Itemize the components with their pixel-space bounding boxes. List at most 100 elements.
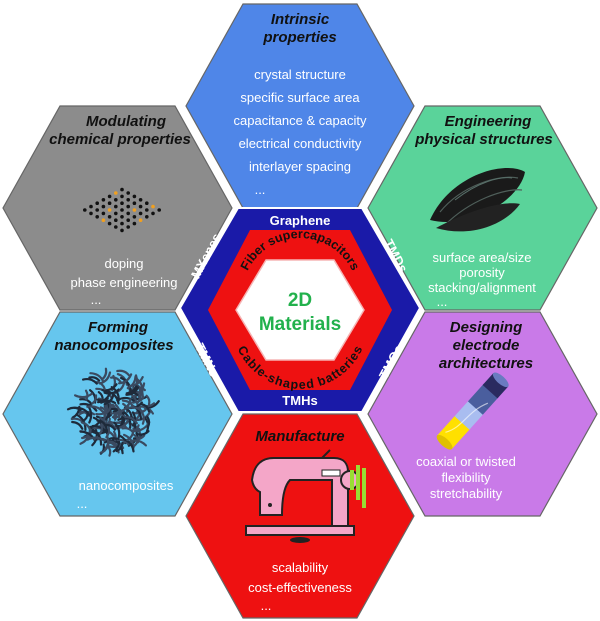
center-hexagon: Graphene TMDs TMOs TMHs TMNs MXenes Fibe…	[178, 207, 422, 413]
hex-modulating-item: doping	[104, 256, 143, 271]
network-strand	[71, 420, 84, 430]
lattice-atom	[120, 201, 124, 205]
network-strand	[110, 376, 122, 383]
lattice-atom	[145, 201, 149, 205]
center-label-2d: 2D	[288, 290, 312, 311]
lattice-atom	[132, 221, 137, 226]
network-strand	[79, 402, 98, 412]
network-strand	[116, 369, 131, 377]
hex-engineering-item: porosity	[459, 265, 505, 280]
hex-designing-item: coaxial or twisted	[416, 454, 516, 469]
hex-intrinsic-title-1: Intrinsic	[271, 11, 330, 28]
network-strand	[115, 441, 124, 453]
hex-engineering-item: stacking/alignment	[428, 280, 536, 295]
network-strand	[140, 403, 151, 413]
hex-designing-item: stretchability	[430, 486, 503, 501]
lattice-atom	[89, 211, 93, 216]
network-strand	[100, 399, 117, 404]
hex-intrinsic-title-2: properties	[262, 29, 336, 46]
hex-forming-item: nanocomposites	[79, 478, 174, 493]
network-strand	[136, 385, 142, 404]
hex-engineering-ellipsis: ...	[437, 294, 448, 309]
hex-manufacture-title: Manufacture	[255, 428, 344, 445]
hex-modulating-title-2: chemical properties	[49, 131, 191, 148]
lattice-atom	[138, 218, 143, 222]
network-strand	[123, 433, 135, 449]
network-strand	[118, 373, 133, 385]
hex-designing-title-3: architectures	[439, 355, 533, 372]
hex-intrinsic-properties: Intrinsic properties crystal structure s…	[185, 3, 415, 209]
network-strand	[104, 403, 111, 421]
lattice-atom	[126, 218, 130, 222]
lattice-atom	[138, 204, 143, 209]
network-strand	[103, 390, 119, 395]
lattice-atom	[114, 204, 118, 209]
lattice-atom	[138, 211, 143, 216]
lattice-atom	[145, 208, 149, 212]
network-strand	[91, 428, 103, 446]
network-strand	[123, 438, 135, 453]
hex-manufacture-ellipsis: ...	[261, 598, 272, 613]
hex-designing-electrode: Designing electrode architectures coaxia…	[367, 311, 598, 517]
lattice-atom	[126, 204, 130, 209]
coaxial-fiber-icon	[436, 372, 509, 450]
lattice-atom	[120, 221, 124, 226]
network-strand	[74, 392, 93, 399]
hex-intrinsic-ellipsis: ...	[255, 182, 266, 197]
ring-label-tmhs: TMHs	[282, 393, 317, 408]
network-strand	[124, 415, 138, 425]
network-strand	[104, 435, 110, 450]
lattice-atom	[126, 191, 130, 195]
network-strand	[86, 436, 106, 442]
center-label-materials: Materials	[259, 314, 341, 335]
network-strand	[114, 403, 121, 419]
network-strand	[95, 381, 106, 391]
network-strand	[101, 383, 118, 392]
hex-modulating-item: phase engineering	[71, 275, 178, 290]
network-strand	[125, 386, 139, 396]
lattice-atom	[132, 201, 137, 205]
hex-modulating-title-1: Modulating	[86, 113, 166, 130]
network-strand	[81, 412, 89, 423]
ring-label-graphene: Graphene	[270, 213, 331, 228]
lattice-atom	[101, 204, 106, 209]
network-strand	[135, 377, 144, 395]
lattice-atom	[145, 215, 149, 219]
network-strand	[120, 398, 132, 412]
lattice-atom	[101, 198, 106, 202]
lattice-atom	[120, 228, 124, 233]
lattice-atom	[151, 204, 155, 209]
lattice-atom	[120, 187, 124, 192]
lattice-atom	[114, 198, 118, 202]
hex-intrinsic-item: crystal structure	[254, 67, 346, 82]
network-strand	[105, 402, 112, 414]
network-strand	[133, 433, 140, 444]
network-strand	[89, 372, 105, 383]
lattice-atom	[120, 215, 124, 219]
network-strand	[146, 415, 151, 429]
lattice-atom	[126, 198, 130, 202]
hex-modulating-chemical: Modulating chemical properties doping ph…	[2, 105, 233, 311]
lattice-atom	[107, 221, 112, 226]
hex-modulating-chemical-shape	[2, 105, 233, 311]
lattice-atom	[107, 208, 112, 212]
lattice-atom	[107, 215, 112, 219]
sewing-machine-icon	[245, 449, 366, 543]
hex-modulating-ellipsis: ...	[91, 292, 102, 307]
network-strand	[86, 405, 105, 414]
lattice-atom	[89, 204, 93, 209]
network-strand	[126, 375, 137, 390]
hex-intrinsic-item: interlayer spacing	[249, 159, 351, 174]
lattice-atom	[126, 211, 130, 216]
network-strand	[108, 407, 125, 415]
hex-designing-item: flexibility	[441, 470, 491, 485]
lattice-atom	[83, 208, 87, 212]
hex-manufacture-item: cost-effectiveness	[248, 580, 352, 595]
center-core	[235, 259, 365, 361]
network-strand	[107, 440, 118, 447]
network-strand	[96, 397, 109, 402]
network-strand	[131, 411, 137, 427]
hex-manufacture: Manufacture scalability cost-effectivene…	[185, 413, 415, 619]
network-strand	[113, 421, 121, 441]
